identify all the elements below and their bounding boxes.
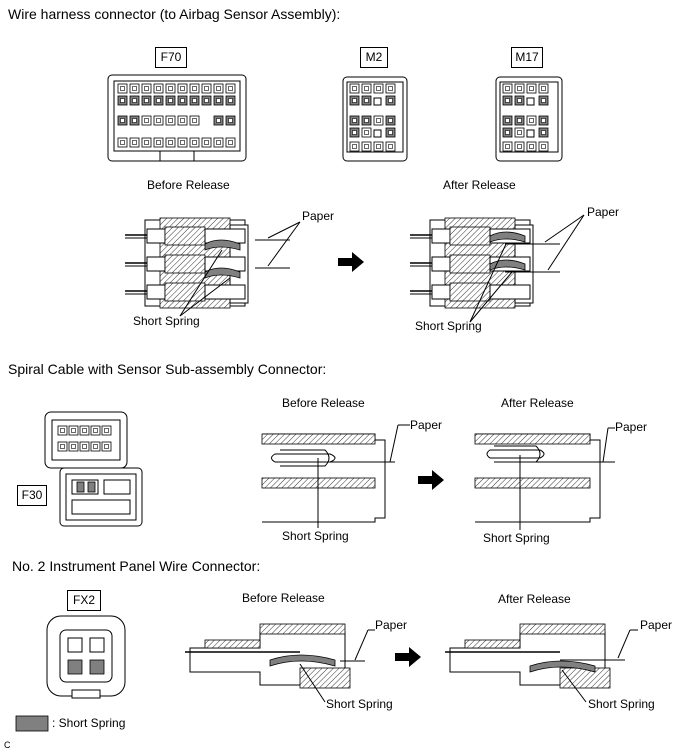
paper-label-5: Paper xyxy=(375,618,408,632)
before-release-label-1: Before Release xyxy=(147,178,230,192)
legend-swatch xyxy=(15,715,49,732)
connector-m2-face xyxy=(342,76,408,162)
release-arrow-3 xyxy=(395,647,421,667)
connector-m17-face xyxy=(495,76,563,162)
short-spring-label-6: Short Spring xyxy=(588,697,655,711)
short-spring-label-3: Short Spring xyxy=(282,529,349,543)
section-title-spiral: Spiral Cable with Sensor Sub-assembly Co… xyxy=(8,361,327,377)
connector-tag-m17: M17 xyxy=(511,47,543,68)
legend-text: : Short Spring xyxy=(52,716,126,730)
connector-fx2-face xyxy=(46,615,126,699)
connector-tag-fx2: FX2 xyxy=(67,590,101,611)
release-arrow-2 xyxy=(418,470,444,490)
connector-tag-m2: M2 xyxy=(360,47,388,68)
after-release-label-3: After Release xyxy=(498,592,571,606)
panel-side-view-after xyxy=(445,623,638,703)
panel-side-view-before xyxy=(185,623,375,703)
paper-label-3: Paper xyxy=(410,418,443,432)
spiral-side-view-after xyxy=(474,427,615,530)
section-title-panel: No. 2 Instrument Panel Wire Connector: xyxy=(12,558,261,574)
connector-tag-f70: F70 xyxy=(155,47,187,68)
short-spring-label-5: Short Spring xyxy=(326,697,393,711)
connector-f70-face xyxy=(107,74,247,162)
before-release-label-2: Before Release xyxy=(282,396,365,410)
paper-label-6: Paper xyxy=(640,618,673,632)
connector-f30-face xyxy=(44,411,143,527)
paper-label-1: Paper xyxy=(302,209,335,223)
release-arrow xyxy=(338,252,364,272)
connector-tag-f30: F30 xyxy=(17,485,47,506)
short-spring-label-4: Short Spring xyxy=(483,531,550,545)
figure-code: C xyxy=(4,740,11,750)
airbag-side-view-before xyxy=(124,217,301,317)
before-release-label-3: Before Release xyxy=(242,591,325,605)
airbag-side-view-after xyxy=(409,214,585,323)
short-spring-label-1: Short Spring xyxy=(133,314,200,328)
paper-label-2: Paper xyxy=(587,205,620,219)
paper-label-4: Paper xyxy=(615,420,648,434)
spiral-side-view-before xyxy=(261,424,410,528)
after-release-label-2: After Release xyxy=(501,396,574,410)
section-title-airbag: Wire harness connector (to Airbag Sensor… xyxy=(8,6,341,22)
after-release-label-1: After Release xyxy=(443,178,516,192)
short-spring-label-2: Short Spring xyxy=(415,319,482,333)
